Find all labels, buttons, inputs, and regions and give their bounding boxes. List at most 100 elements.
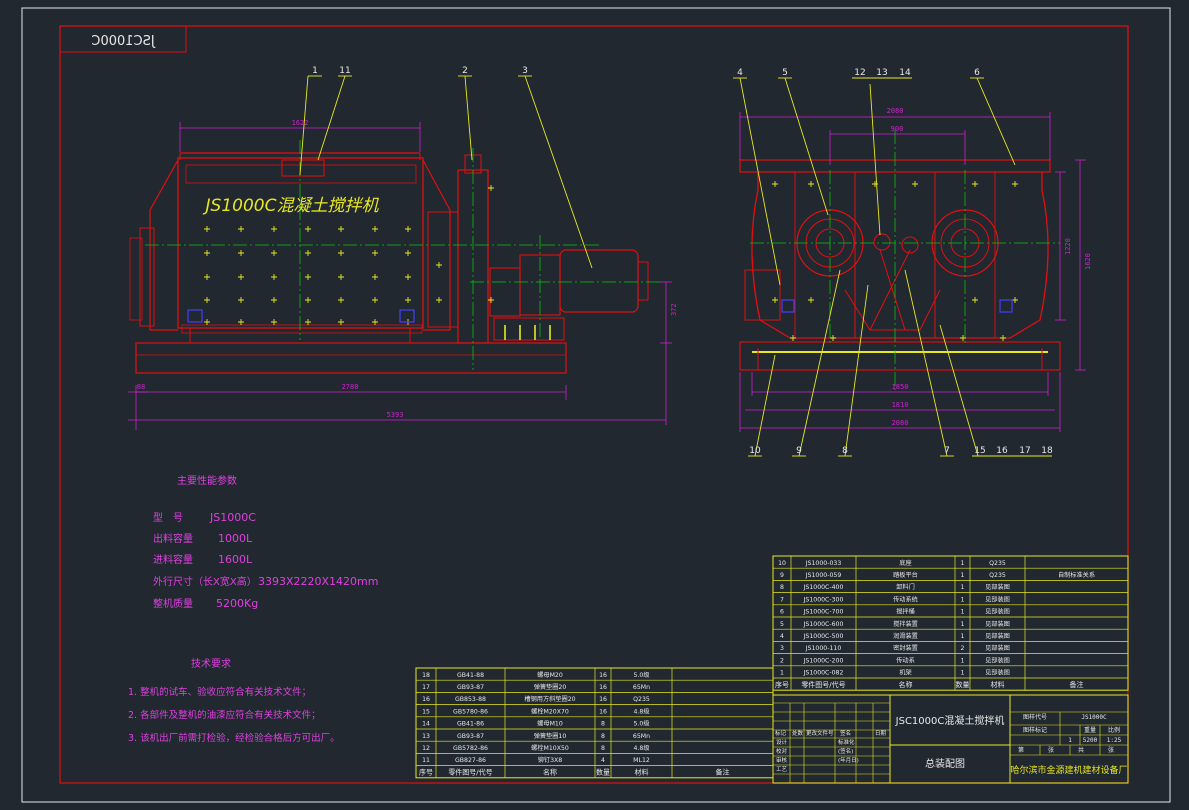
tb-role-design: 设计	[776, 738, 788, 746]
title-block-product: JSC1000C混凝土搅拌机	[895, 714, 1005, 727]
bom_right-header: 名称	[899, 680, 913, 689]
bom_right-cell: 5	[780, 621, 784, 628]
bom_right-cell: JS1000C-600	[803, 621, 844, 628]
bom_right-cell: JS1000C-300	[803, 596, 844, 603]
param-label-3: 外行尺寸（长X宽X高）	[153, 575, 257, 588]
bom_left-cell: 铆钉3X8	[538, 756, 563, 764]
bom_left-header: 零件图号/代号	[448, 767, 492, 776]
bom_left-cell: GB853-88	[455, 696, 486, 703]
dim-front-left: 88	[137, 383, 145, 391]
bom_right-cell: 2	[780, 657, 784, 664]
bom_left-cell: 15	[422, 708, 430, 715]
bom_right-cell: 10	[778, 560, 786, 567]
tb-signature: (签名)	[838, 747, 853, 755]
bom_left-cell: GB41-86	[457, 721, 484, 728]
front-view: JS1000C混凝土搅拌机 1622 2780 5393 88 372 1	[128, 66, 678, 430]
bom_left-cell: 13	[422, 733, 430, 740]
bom_right-header: 备注	[1070, 680, 1084, 689]
callout-7: 7	[944, 446, 950, 456]
bom_right-cell: JS1000-110	[805, 645, 842, 652]
callout-5: 5	[782, 68, 788, 78]
bom_left-cell: 16	[422, 696, 430, 703]
param-label-2: 进料容量	[153, 553, 193, 566]
bom_right-cell: 自制标准关系	[1058, 571, 1095, 579]
bom_right-cell: 密封装置	[893, 644, 918, 652]
bom_right-cell: 见部装图	[985, 583, 1010, 591]
parameters-block: 主要性能参数 型 号 JS1000C 出料容量 1000L 进料容量 1600L…	[153, 474, 378, 610]
dim-side-b3: 2080	[892, 419, 909, 427]
requirement-1: 1. 整机的试车、验收应符合有关技术文件；	[128, 686, 311, 698]
bom_right-cell: 3	[780, 645, 784, 652]
bom_right-cell: 见部装图	[985, 644, 1010, 652]
bom_left-cell: 5.0级	[633, 720, 649, 728]
tb-role-process: 工艺	[776, 766, 788, 773]
param-value-4: 5200Kg	[216, 597, 258, 610]
bom_right-cell: 踏板平台	[893, 571, 918, 579]
bom_right-cell: 见部装图	[985, 656, 1010, 664]
sheet-label-3: 共	[1078, 746, 1084, 754]
callout-12: 12	[854, 68, 865, 78]
requirements-title: 技术要求	[191, 657, 231, 670]
bom_left-cell: 16	[599, 708, 607, 715]
bom_right-cell: 1	[961, 657, 965, 664]
bom_left-cell: 11	[422, 757, 430, 764]
bom_right-cell: 6	[780, 609, 784, 616]
tb-sign: 签名	[840, 729, 851, 737]
bom_left-cell: 弹簧垫圈20	[534, 683, 567, 691]
sheet-label-1: 第	[1018, 746, 1024, 754]
tb-ymd: (年月日)	[838, 756, 859, 764]
bom_right-header: 数量	[956, 680, 970, 689]
bom-right-table: 10JS1000-033底座1Q2359JS1000-059踏板平台1Q235自…	[773, 556, 1128, 690]
bom_left-cell: 8	[601, 721, 605, 728]
callout-3: 3	[522, 66, 528, 76]
bom_left-cell: GB5782-86	[453, 745, 488, 752]
bom_right-cell: 7	[780, 596, 784, 603]
bom_right-cell: 底座	[899, 559, 911, 567]
title-block-company: 哈尔滨市金源建机建材设备厂	[1010, 764, 1127, 776]
title-block: JSC1000C混凝土搅拌机 总装配图 哈尔滨市金源建机建材设备厂 图样代号 J…	[773, 695, 1128, 783]
bom_right-cell: 传动系	[896, 656, 915, 664]
sheet-label-4: 张	[1108, 746, 1114, 754]
callout-11: 11	[339, 66, 350, 76]
bom_left-cell: 螺母M20	[537, 671, 563, 679]
bom_right-cell: 1	[961, 633, 965, 640]
bom_left-cell: 弹簧垫圈10	[534, 732, 567, 740]
front-view-title: JS1000C混凝土搅拌机	[203, 196, 380, 216]
bom_left-cell: 螺栓M20X70	[531, 707, 569, 715]
param-label-0: 型 号	[153, 511, 183, 524]
sheet-label-2: 张	[1048, 746, 1054, 754]
title-block-stage-label: 图样标记	[1023, 726, 1047, 734]
dim-front-right: 372	[670, 303, 678, 316]
bom_right-cell: 见部装图	[985, 608, 1010, 616]
drawing-code-text: JSC1000C	[91, 34, 155, 49]
dim-front-base: 2780	[342, 383, 359, 391]
param-value-3: 3393X2220X1420mm	[258, 575, 378, 588]
callout-15: 15	[974, 446, 985, 456]
bom_left-cell: GB93-87	[457, 684, 484, 691]
bom_left-cell: 槽钢用方斜垫圈20	[524, 695, 575, 703]
bom_left-cell: 16	[599, 684, 607, 691]
title-block-qty: 1	[1068, 737, 1072, 744]
bom_right-cell: 搅拌装置	[893, 620, 918, 628]
tb-count: 处数	[792, 729, 804, 737]
callout-8: 8	[842, 446, 848, 456]
bom-left-table: 18GB41-88螺母M20165.0级17GB93-87弹簧垫圈201665M…	[416, 668, 773, 778]
bom_right-cell: JS1000C-200	[803, 657, 844, 664]
dim-side-h-inner: 1220	[1064, 238, 1072, 255]
bom_left-cell: 18	[422, 672, 430, 679]
bom_right-cell: 1	[961, 596, 965, 603]
bom_right-cell: 1	[961, 670, 965, 677]
title-block-doc-no: JS1000C	[1081, 714, 1107, 721]
bom_left-cell: 8	[601, 745, 605, 752]
callout-6: 6	[974, 68, 980, 78]
requirement-3: 3. 该机出厂前需打检验，经检验合格后方可出厂。	[128, 732, 340, 744]
tb-change-doc: 更改文件号	[806, 729, 834, 737]
title-block-scale-label: 比例	[1108, 726, 1120, 734]
bom_right-header: 材料	[991, 680, 1005, 689]
drawing-code-box: JSC1000C	[60, 26, 186, 52]
side-view: 2080 900 1220 1620 1850 1810 2080 4 5 12…	[733, 68, 1092, 456]
bom_left-cell: 8	[601, 733, 605, 740]
callout-1: 1	[312, 66, 318, 76]
bom_right-cell: 1	[780, 670, 784, 677]
